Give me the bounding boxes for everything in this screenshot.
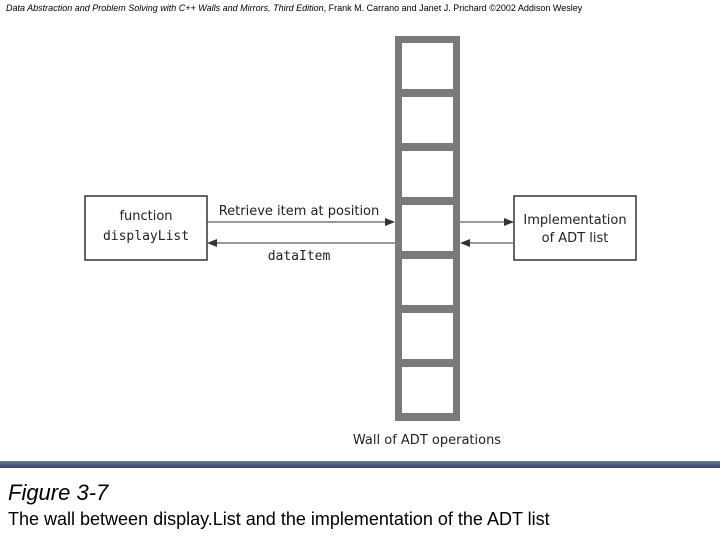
wall-cell <box>402 205 453 251</box>
figure-caption: The wall between display.List and the im… <box>8 509 550 529</box>
function-box-line1: function <box>119 209 172 224</box>
implementation-box-line2: of ADT list <box>542 231 609 246</box>
response-label: dataItem <box>268 249 331 264</box>
implementation-box-line1: Implementation <box>523 213 626 228</box>
wall-diagram: function displayList Implementation of A… <box>84 36 637 448</box>
wall-cell <box>402 367 453 413</box>
authors-copyright: , Frank M. Carrano and Janet J. Prichard… <box>323 3 583 13</box>
header-citation: Data Abstraction and Problem Solving wit… <box>6 3 716 13</box>
figure-label: Figure 3-7 <box>8 480 109 505</box>
wall-cell <box>402 43 453 89</box>
wall-cell <box>402 313 453 359</box>
wall-label: Wall of ADT operations <box>353 433 501 448</box>
adt-wall <box>395 36 460 421</box>
request-label: Retrieve item at position <box>219 204 380 219</box>
separator-bar <box>0 461 720 468</box>
function-box-line2: displayList <box>103 229 189 244</box>
wall-cell <box>402 151 453 197</box>
implementation-box: Implementation of ADT list <box>513 195 637 261</box>
book-title: Data Abstraction and Problem Solving wit… <box>6 3 324 13</box>
wall-cell <box>402 97 453 143</box>
function-box: function displayList <box>84 195 208 261</box>
wall-cell <box>402 259 453 305</box>
